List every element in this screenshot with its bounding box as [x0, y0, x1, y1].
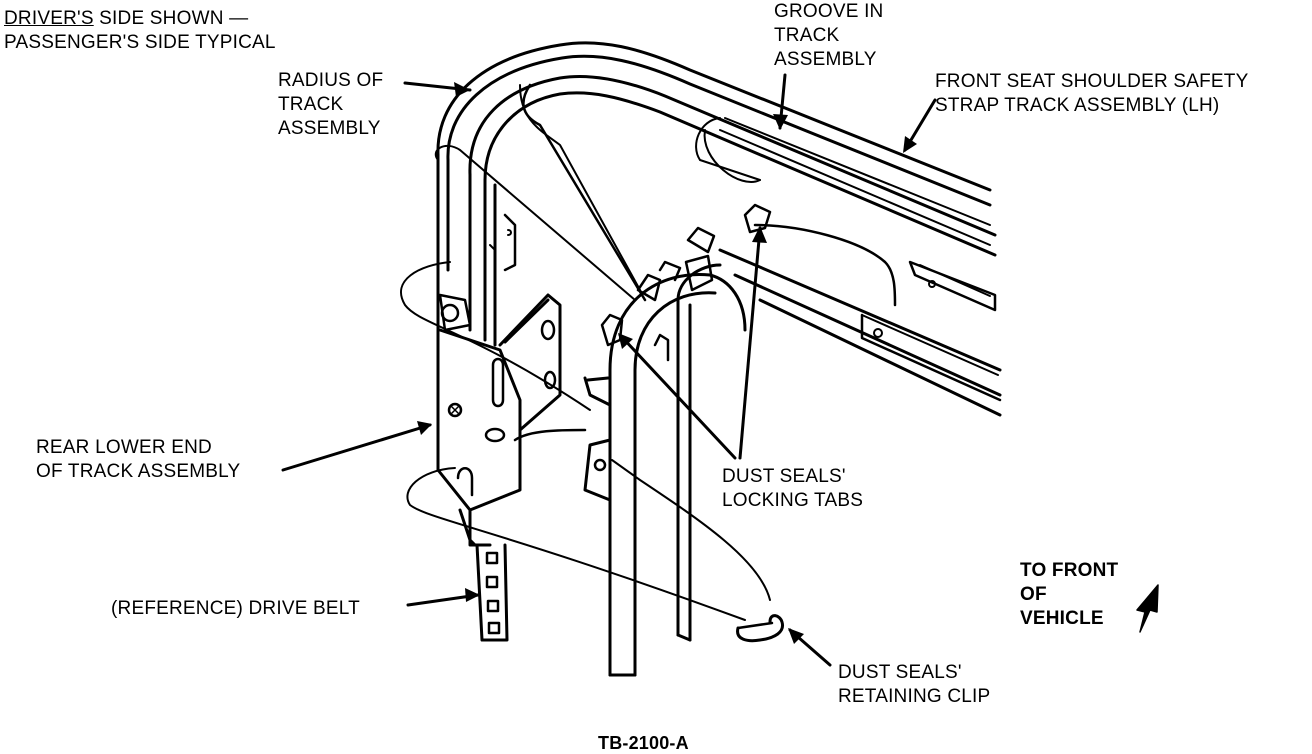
rear-lower-end-label-line1: REAR LOWER END — [36, 437, 212, 458]
locking-tabs-label-line1: DUST SEALS' — [722, 466, 846, 487]
track-frame — [436, 41, 1002, 417]
groove-label-line3: ASSEMBLY — [774, 49, 877, 70]
retaining-clip — [736, 614, 785, 643]
front-direction-arrow-icon — [1136, 584, 1159, 633]
view-note-line2: PASSENGER'S SIDE TYPICAL — [4, 32, 276, 53]
retaining-clip-label-line2: RETAINING CLIP — [838, 686, 991, 707]
view-note-underlined: DRIVER'S — [4, 8, 94, 29]
drive-belt — [468, 508, 509, 642]
groove-label-line2: TRACK — [774, 25, 840, 46]
locking-tabs-label-line2: LOCKING TABS — [722, 490, 864, 511]
retaining-clip-label-line1: DUST SEALS' — [838, 662, 962, 683]
view-note-line1: DRIVER'S SIDE SHOWN — — [4, 7, 248, 31]
dust-seals — [513, 263, 747, 677]
callout-loops — [400, 84, 771, 621]
leader-lines — [281, 73, 937, 667]
radius-label-line1: RADIUS OF — [278, 70, 384, 91]
track-assembly-label-line2: STRAP TRACK ASSEMBLY (LH) — [935, 95, 1220, 116]
figure-id: TB-2100-A — [598, 733, 689, 753]
radius-label-line2: TRACK — [278, 94, 344, 115]
to-front-label-line3: VEHICLE — [1020, 608, 1104, 629]
to-front-label-line2: OF — [1020, 584, 1047, 605]
view-note-rest: SIDE SHOWN — — [93, 8, 249, 29]
groove-label-line1: GROOVE IN — [774, 1, 884, 22]
track-assembly-label-line1: FRONT SEAT SHOULDER SAFETY — [935, 71, 1249, 92]
to-front-label-line1: TO FRONT — [1020, 560, 1119, 581]
radius-label-line3: ASSEMBLY — [278, 118, 381, 139]
drive-belt-label: (REFERENCE) DRIVE BELT — [111, 598, 360, 619]
rear-lower-end-label-line2: OF TRACK ASSEMBLY — [36, 461, 241, 482]
locking-tabs — [600, 203, 772, 347]
